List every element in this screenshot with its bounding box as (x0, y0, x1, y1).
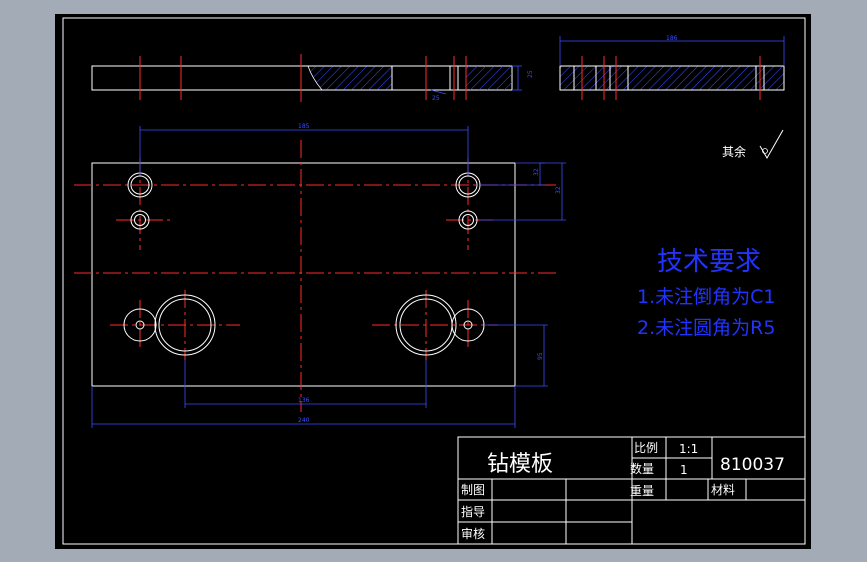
scale-label: 比例 (634, 441, 658, 455)
plate-outline (91, 162, 516, 387)
scale-value: 1:1 (679, 442, 698, 456)
requirement-line-1: 1.未注倒角为C1 (637, 286, 775, 308)
dim-right-large: 32 (555, 186, 562, 194)
title-block (457, 436, 806, 545)
surface-finish: 其余 (722, 129, 784, 159)
qty-label: 数量 (630, 461, 654, 476)
drawing-sheet (55, 14, 811, 549)
material-label: 材料 (711, 483, 735, 497)
dim-top: 185 (298, 123, 310, 130)
top-left-side-dim: 25 (527, 70, 534, 78)
technical-requirements: 技术要求 1.未注倒角为C1 2.未注圆角为R5 (637, 247, 775, 339)
weight-label: 重量 (630, 484, 654, 498)
dim-overall: 240 (298, 417, 310, 424)
review-label: 审核 (461, 526, 485, 541)
requirements-title: 技术要求 (657, 247, 761, 277)
part-name: 钻模板 (487, 452, 553, 477)
top-left-dim-text: 25 (432, 95, 440, 102)
dim-inner-bottom: 136 (298, 397, 310, 404)
drawing-number: 810037 (720, 455, 785, 475)
top-right-section-view: 186 (559, 35, 785, 100)
front-view: 185 32 32 95 136 240 (74, 123, 566, 428)
dim-right-small: 32 (533, 168, 540, 176)
drawing-border (62, 17, 806, 545)
guide-label: 指导 (461, 504, 485, 519)
qty-value: 1 (680, 463, 688, 477)
drawn-label: 制图 (461, 483, 485, 497)
requirement-line-2: 2.未注圆角为R5 (637, 317, 775, 339)
surface-finish-label: 其余 (722, 144, 746, 159)
dim-right-bottom: 95 (537, 352, 544, 360)
top-right-dim-text: 186 (666, 35, 678, 42)
top-left-section-view: 25 25 (91, 54, 534, 102)
